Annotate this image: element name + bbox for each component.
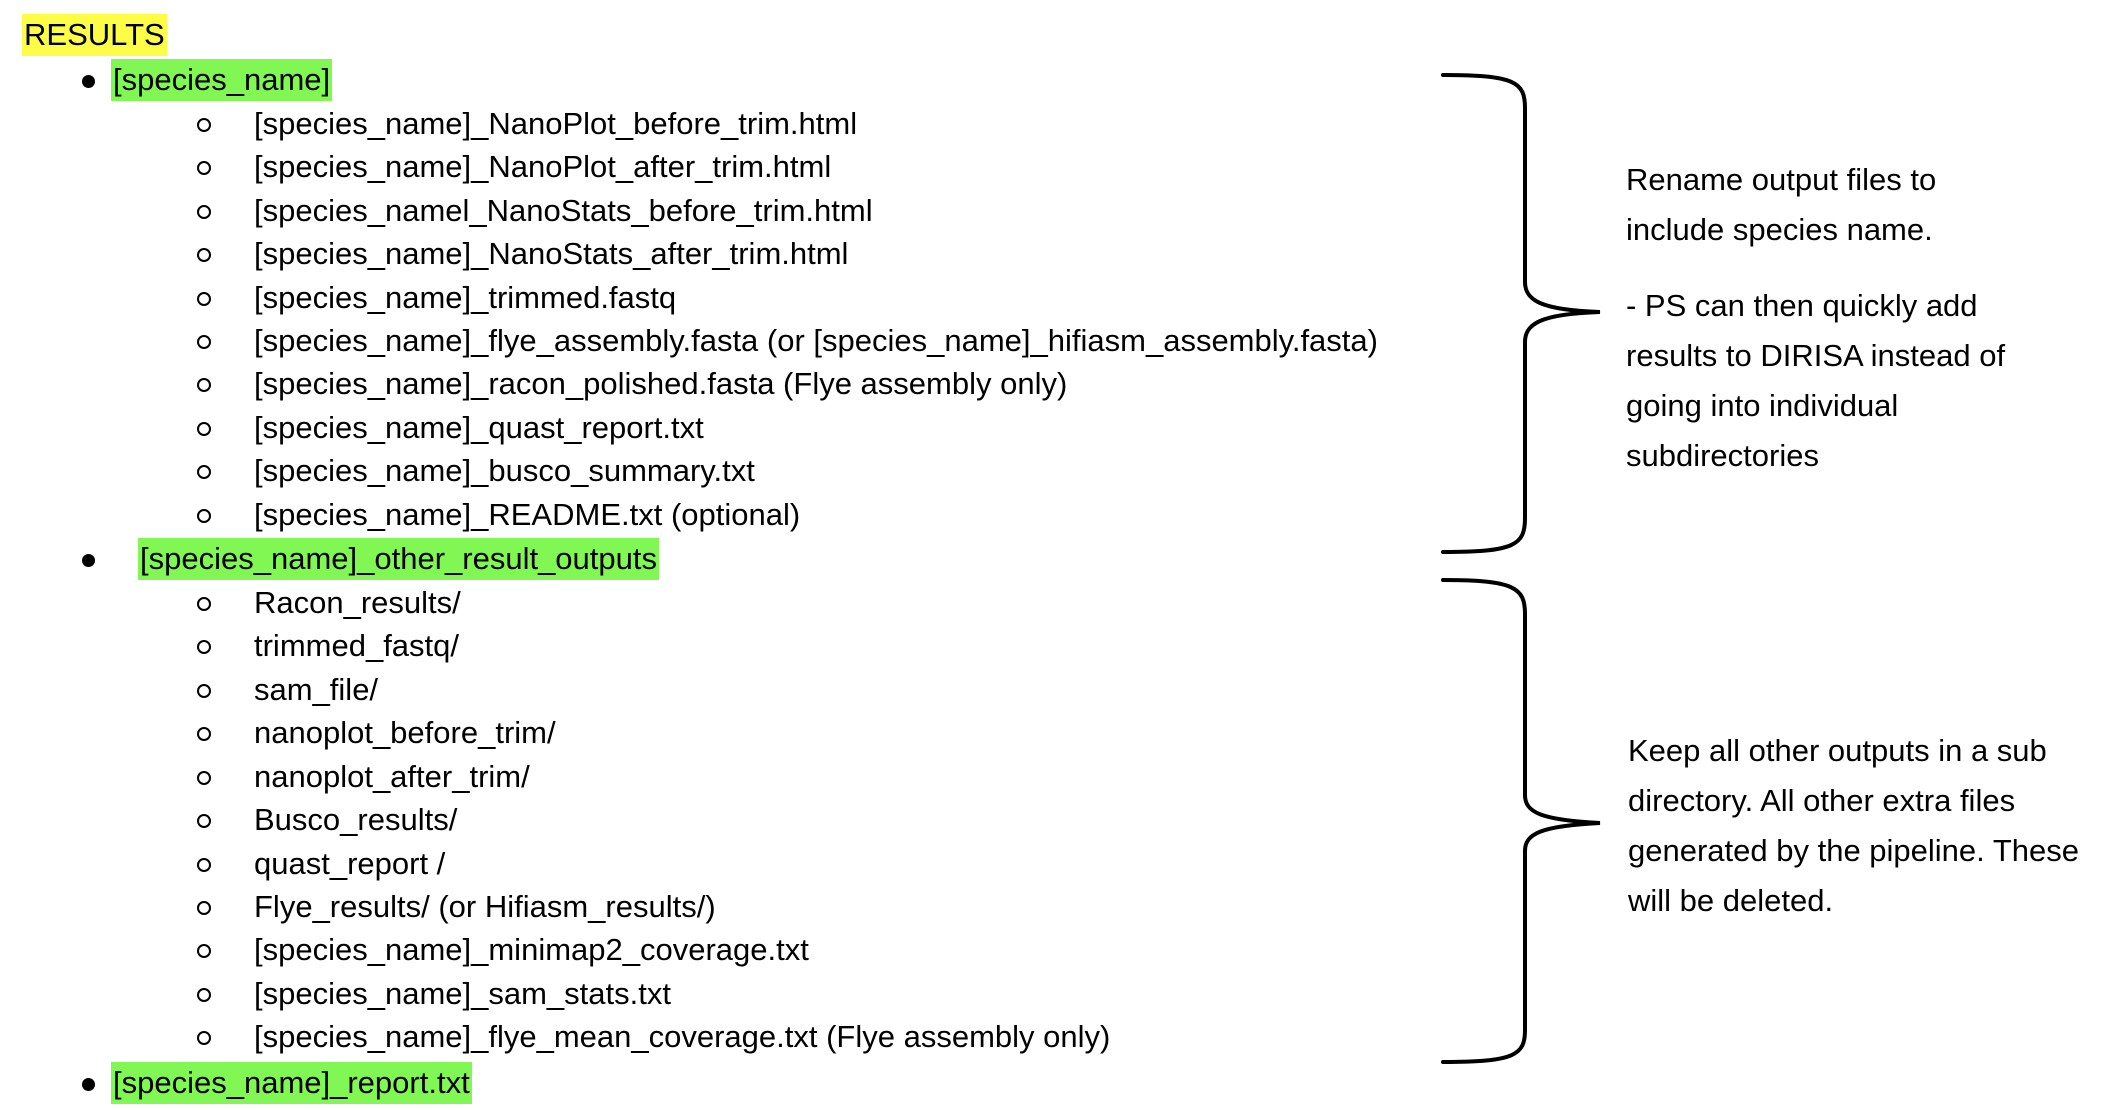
- hollow-bullet-icon: [197, 597, 211, 611]
- hollow-bullet-icon: [197, 858, 211, 872]
- note-line: results to DIRISA instead of: [1626, 338, 2006, 373]
- section-title-species-name: [species_name]: [111, 59, 333, 101]
- note-line: generated by the pipeline. These: [1628, 833, 2079, 868]
- bullet-dot-icon: [82, 75, 95, 88]
- bullet-dot-icon: [82, 554, 95, 567]
- bullet-dot-icon: [82, 1078, 95, 1091]
- hollow-bullet-icon: [197, 378, 211, 392]
- right-brace-icon: [1441, 73, 1601, 554]
- note-line: Keep all other outputs in a sub: [1628, 733, 2047, 768]
- hollow-bullet-icon: [197, 771, 211, 785]
- hollow-bullet-icon: [197, 1031, 211, 1045]
- hollow-bullet-icon: [197, 944, 211, 958]
- hollow-bullet-icon: [197, 205, 211, 219]
- hollow-bullet-icon: [197, 814, 211, 828]
- section-species-name: [species_name]: [0, 59, 400, 101]
- note-keep-other-outputs: Keep all other outputs in a sub director…: [1628, 726, 2079, 926]
- hollow-bullet-icon: [197, 509, 211, 523]
- right-brace-icon: [1441, 578, 1601, 1064]
- results-heading: RESULTS: [22, 14, 167, 56]
- section-title-other-result-outputs: [species_name]_other_result_outputs: [138, 538, 659, 580]
- hollow-bullet-icon: [197, 292, 211, 306]
- hollow-bullet-icon: [197, 422, 211, 436]
- note-line: include species name.: [1626, 212, 1933, 247]
- hollow-bullet-icon: [197, 727, 211, 741]
- hollow-bullet-icon: [197, 988, 211, 1002]
- hollow-bullet-icon: [197, 901, 211, 915]
- note-line: directory. All other extra files: [1628, 783, 2016, 818]
- note-line: subdirectories: [1626, 438, 1819, 473]
- note-rename-output-files: Rename output files to include species n…: [1626, 155, 2005, 481]
- hollow-bullet-icon: [197, 684, 211, 698]
- note-line: going into individual: [1626, 388, 1899, 423]
- section-report: [species_name]_report.txt: [0, 1062, 560, 1104]
- note-line: - PS can then quickly add: [1626, 288, 1978, 323]
- section-other-result-outputs: [species_name]_other_result_outputs: [0, 538, 760, 580]
- hollow-bullet-icon: [197, 640, 211, 654]
- hollow-bullet-icon: [197, 118, 211, 132]
- hollow-bullet-icon: [197, 465, 211, 479]
- note-line: Rename output files to: [1626, 162, 1937, 197]
- section-title-report: [species_name]_report.txt: [111, 1062, 472, 1104]
- hollow-bullet-icon: [197, 161, 211, 175]
- hollow-bullet-icon: [197, 335, 211, 349]
- note-line: will be deleted.: [1628, 883, 1834, 918]
- hollow-bullet-icon: [197, 248, 211, 262]
